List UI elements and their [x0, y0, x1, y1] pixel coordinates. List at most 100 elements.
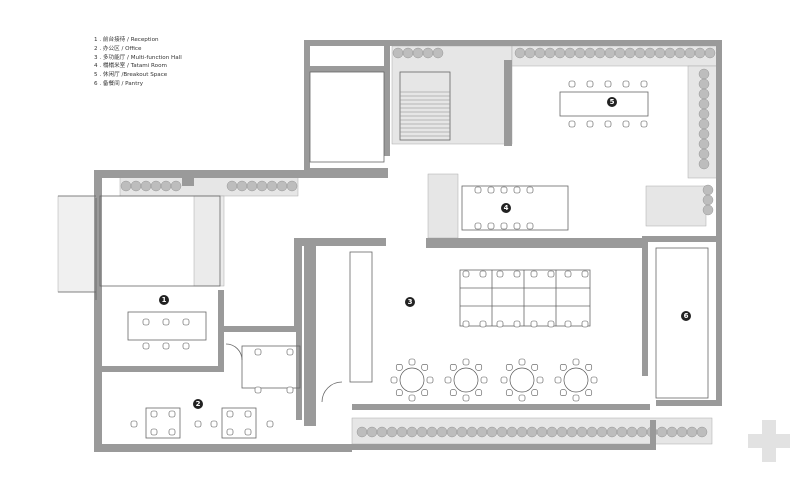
chair [505, 363, 513, 371]
chair [162, 342, 170, 350]
planter-shrub [616, 426, 628, 438]
planter-shrub [556, 426, 568, 438]
chair [604, 80, 612, 88]
chair [564, 270, 572, 278]
planter-shrub [266, 180, 278, 192]
chair [513, 222, 521, 230]
greenery [120, 47, 716, 438]
chair [449, 389, 457, 397]
planter-shrub [236, 180, 248, 192]
chair [462, 320, 470, 328]
chair [142, 318, 150, 326]
chair [462, 394, 470, 402]
planter-shrub [698, 88, 710, 100]
planter-shrub [696, 426, 708, 438]
planter-shrub [516, 426, 528, 438]
planter-shrub [644, 47, 656, 59]
chair [604, 120, 612, 128]
planter-shrub [130, 180, 142, 192]
planter-shrub [656, 426, 668, 438]
chair [531, 363, 539, 371]
chair [449, 363, 457, 371]
planter-shrub [356, 426, 368, 438]
chair [568, 80, 576, 88]
chair [130, 420, 138, 428]
chair [518, 358, 526, 366]
chair [500, 186, 508, 194]
legend-item-pantry: 6 . 备餐间 / Pantry [94, 80, 144, 87]
chair [513, 270, 521, 278]
planter-shrub [684, 47, 696, 59]
partition-lines [58, 71, 709, 439]
planter-shrub [584, 47, 596, 59]
chair [585, 363, 593, 371]
planter-shrub [698, 98, 710, 110]
chair [586, 80, 594, 88]
chair [622, 120, 630, 128]
chair [474, 222, 482, 230]
planter-shrub [698, 68, 710, 80]
planter-shrub [426, 426, 438, 438]
planter-shrub [120, 180, 132, 192]
room-markers: 1 2 3 4 5 6 [159, 97, 691, 409]
chair [266, 420, 274, 428]
chair [444, 376, 452, 384]
legend-item-office: 2 . 办公区 / Office [94, 45, 142, 52]
chair [622, 80, 630, 88]
legend-item-tatami-room: 4 . 榻榻米室 / Tatami Room [94, 63, 167, 70]
chair [168, 428, 176, 436]
planter-shrub [546, 426, 558, 438]
chair [244, 428, 252, 436]
chair [226, 410, 234, 418]
planter-shrub [604, 47, 616, 59]
planter-shrub [544, 47, 556, 59]
planter-shrub [676, 426, 688, 438]
chair [500, 222, 508, 230]
chair [505, 389, 513, 397]
chair [474, 186, 482, 194]
planter-shrub [286, 180, 298, 192]
chair [395, 363, 403, 371]
planter-shrub [626, 426, 638, 438]
chair [572, 394, 580, 402]
planter-shrub [476, 426, 488, 438]
chair [408, 394, 416, 402]
chair [390, 376, 398, 384]
chair [210, 420, 218, 428]
planter-shrub [702, 204, 714, 216]
chair [254, 386, 262, 394]
chair [547, 320, 555, 328]
chair [530, 320, 538, 328]
chair [254, 348, 262, 356]
planter-shrub [396, 426, 408, 438]
chair [182, 342, 190, 350]
chair [421, 363, 429, 371]
planter-shrub [704, 47, 716, 59]
chair [640, 80, 648, 88]
chair [475, 363, 483, 371]
planter-shrub [466, 426, 478, 438]
planter-shrub [586, 426, 598, 438]
legend: 1 . 前台接待 / Reception 2 . 办公区 / Office 3 … [94, 36, 182, 89]
planter-shrub [698, 148, 710, 160]
chair [547, 270, 555, 278]
chair [395, 389, 403, 397]
chair [526, 222, 534, 230]
plus-cross-icon [748, 420, 790, 462]
chair [426, 376, 434, 384]
planter-shrub [416, 426, 428, 438]
chair [479, 320, 487, 328]
planter-shrub [456, 426, 468, 438]
chair [581, 320, 589, 328]
planter-shrub [256, 180, 268, 192]
chair [531, 389, 539, 397]
planter-shrub [276, 180, 288, 192]
planter-shrub [694, 47, 706, 59]
planter-shrub [402, 47, 414, 59]
chair [526, 186, 534, 194]
chair [479, 270, 487, 278]
chair [513, 186, 521, 194]
planter-shrub [412, 47, 424, 59]
planter-shrub [226, 180, 238, 192]
planter-shrub [674, 47, 686, 59]
